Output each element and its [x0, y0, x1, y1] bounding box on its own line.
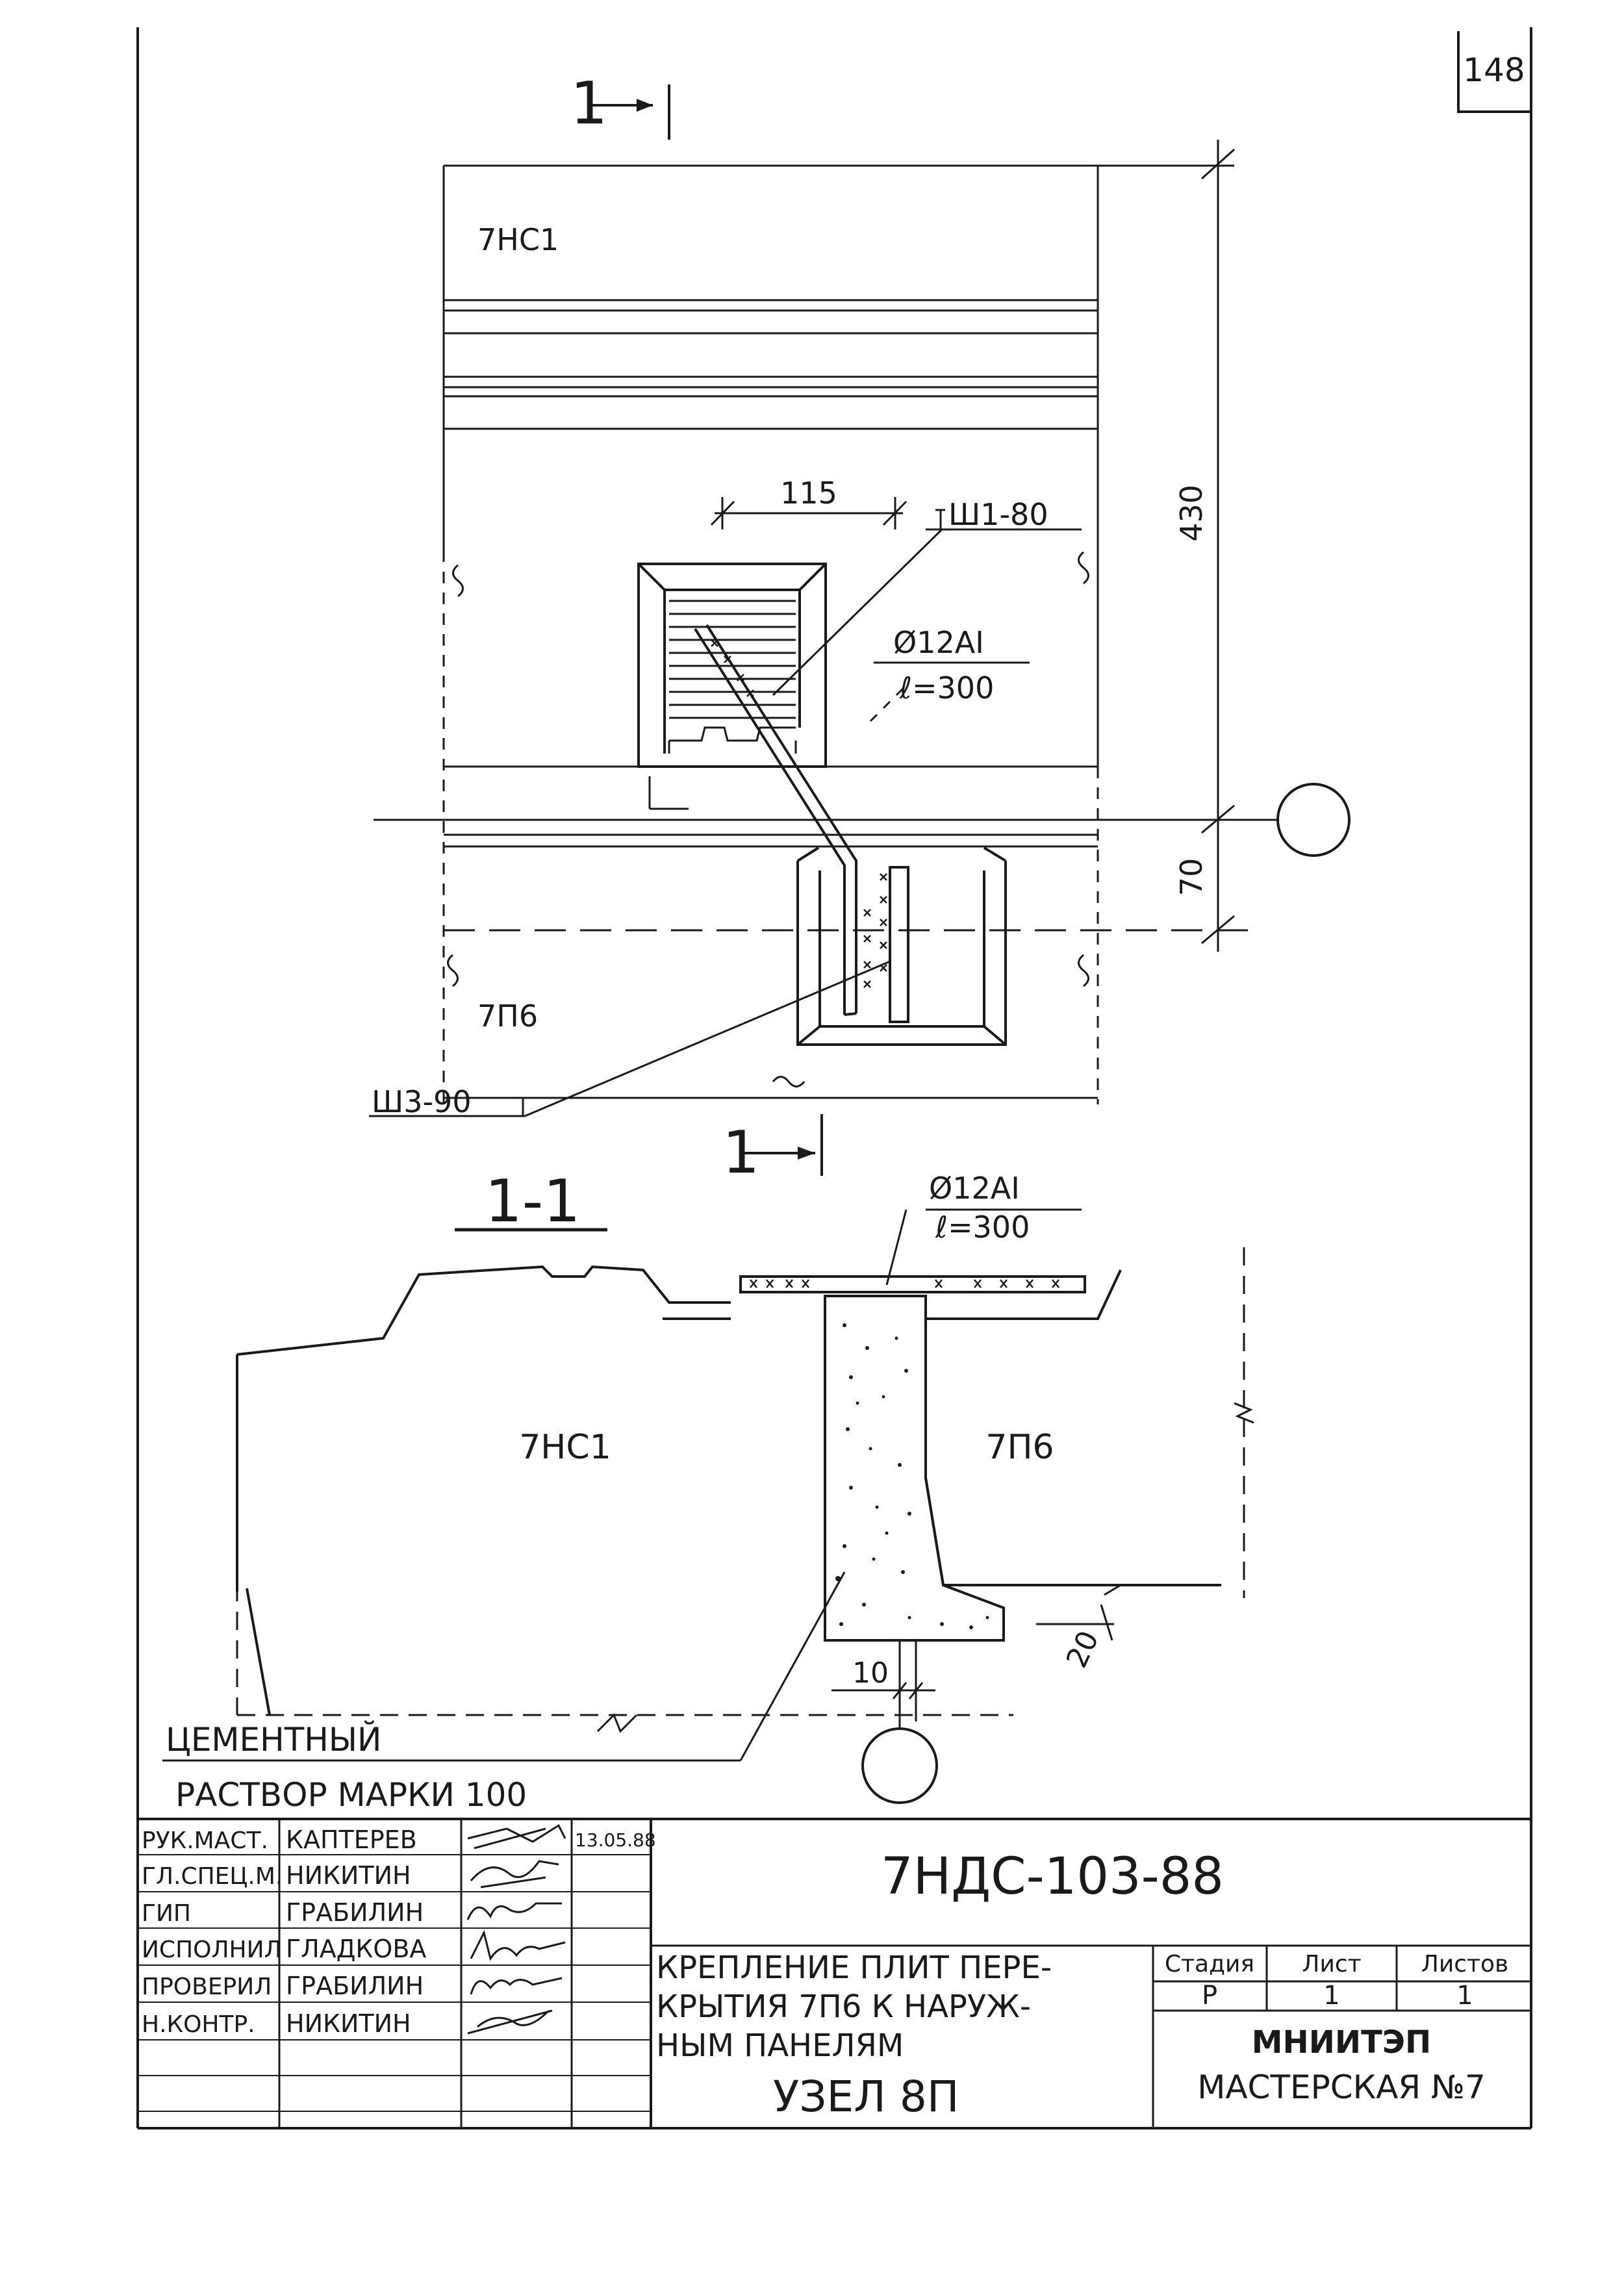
axis-line	[374, 776, 1276, 821]
weld-marks-lower	[863, 873, 887, 988]
description-line3: НЫМ ПАНЕЛЯМ	[656, 2027, 904, 2064]
axis-bubble-section	[861, 1727, 938, 1804]
title-block: РУК.МАСТ. КАПТЕРЕВ 13.05.88 ГЛ.СПЕЦ.М. Н…	[138, 1818, 1531, 2128]
description-line1: КРЕПЛЕНИЕ ПЛИТ ПЕРЕ-	[656, 1950, 1052, 1986]
rebar-spec-section-line2: ℓ=300	[935, 1210, 1030, 1245]
signature-row: ПРОВЕРИЛ ГРАБИЛИН	[142, 1972, 563, 2000]
stage-header: Стадия	[1165, 1951, 1254, 1977]
panel-bottom-label: 7П6	[477, 998, 538, 1034]
upper-recess-pocket	[637, 563, 827, 768]
signature-name: НИКИТИН	[286, 1861, 411, 1890]
title-block-grid	[138, 1818, 1531, 2128]
lower-recess-pocket	[796, 846, 1007, 1046]
mortar-note-line2: РАСТВОР МАРКИ 100	[175, 1776, 527, 1814]
dimension-20	[1036, 1584, 1121, 1641]
document-code: 7НДС-103-88	[881, 1848, 1224, 1906]
signature-date: 13.05.88	[575, 1829, 656, 1851]
leader-anchor-top	[772, 509, 1082, 696]
signature-role: Н.КОНТР.	[142, 2011, 255, 2038]
signature-role: ПРОВЕРИЛ	[142, 1974, 272, 2000]
dimension-115	[710, 497, 907, 529]
dimension-10	[831, 1640, 935, 1722]
rebar-bar-plan	[694, 624, 857, 1016]
section-panel-right	[924, 1269, 1221, 1586]
mortar-note-line1: ЦЕМЕНТНЫЙ	[166, 1720, 381, 1759]
section-mark-bottom	[741, 1114, 823, 1176]
signature-row: РУК.МАСТ. КАПТЕРЕВ 13.05.88	[142, 1824, 656, 1854]
rebar-bar-section	[739, 1275, 1086, 1293]
section-panel-right-label: 7П6	[985, 1428, 1054, 1467]
handwritten-signature	[470, 1860, 559, 1888]
signature-name: ГРАБИЛИН	[286, 1898, 424, 1927]
rebar-spec-section-line1: Ø12АI	[929, 1171, 1020, 1206]
signature-row: Н.КОНТР. НИКИТИН	[142, 2009, 553, 2038]
dimension-115-label: 115	[780, 476, 837, 511]
plan-view: 1 1	[369, 70, 1351, 1187]
stage-value: Р	[1202, 1981, 1217, 2011]
signature-row: ГЛ.СПЕЦ.М. НИКИТИН	[142, 1860, 559, 1890]
signature-role: ИСПОЛНИЛ	[142, 1937, 282, 1963]
weld-marks-upper	[711, 639, 754, 697]
signature-name: ГРАБИЛИН	[286, 1972, 424, 2000]
workshop-name: МАСТЕРСКАЯ №7	[1197, 2068, 1486, 2106]
section-title: 1-1	[485, 1167, 581, 1236]
dimension-vertical-chain	[1098, 140, 1236, 952]
handwritten-signature	[470, 1929, 566, 1961]
sheets-header: Листов	[1421, 1951, 1508, 1977]
signature-row: ИСПОЛНИЛ ГЛАДКОВА	[142, 1929, 566, 1963]
signature-name: КАПТЕРЕВ	[286, 1825, 417, 1854]
description-line2: КРЫТИЯ 7П6 К НАРУЖ-	[656, 1989, 1031, 2025]
section-mark-bottom-label: 1	[722, 1119, 759, 1187]
handwritten-signature	[467, 2009, 553, 2035]
section-break-mark-bottom	[596, 1713, 638, 1733]
dimension-70-label: 70	[1174, 858, 1209, 896]
organization-name: МНИИТЭП	[1252, 2024, 1431, 2061]
panel-left-dashed-edge	[442, 572, 1099, 1104]
upper-anchor-plate	[668, 600, 797, 754]
signature-role: ГЛ.СПЕЦ.М.	[142, 1863, 283, 1890]
mortar-speckles	[835, 1323, 989, 1629]
handwritten-signature	[470, 1977, 563, 1995]
signature-name: НИКИТИН	[286, 2009, 411, 2038]
dimension-20-label: 20	[1060, 1626, 1106, 1673]
panel-top-label: 7НС1	[477, 222, 559, 257]
section-mark-top	[588, 84, 670, 140]
sheet-number: 148	[1463, 51, 1525, 89]
sheet-number-box: 148	[1457, 31, 1531, 113]
section-panel-left-label: 7НС1	[519, 1428, 611, 1467]
sheets-value: 1	[1456, 1981, 1473, 2011]
leader-rebar-plan	[869, 661, 1030, 722]
panel-top-outline	[442, 164, 1099, 1099]
section-mark-top-label: 1	[570, 70, 607, 138]
rebar-spec-plan-line1: Ø12АI	[893, 625, 984, 660]
signature-row: ГИП ГРАБИЛИН	[142, 1898, 562, 1927]
node-label: УЗЕЛ 8П	[773, 2072, 959, 2122]
sheet-header: Лист	[1302, 1951, 1361, 1977]
leader-anchor-bottom	[369, 960, 891, 1117]
axis-bubble-plan	[1276, 783, 1351, 857]
signature-role: РУК.МАСТ.	[142, 1827, 268, 1854]
section-panel-left	[236, 1265, 731, 1716]
dimension-10-label: 10	[852, 1657, 889, 1690]
section-view: 1-1 7НС1	[162, 1167, 1254, 1814]
dimension-430-label: 430	[1174, 485, 1209, 542]
mortar-joint	[824, 1295, 1005, 1642]
handwritten-signature	[467, 1824, 566, 1849]
leader-mortar-note	[162, 1571, 846, 1762]
break-marks-plan	[447, 551, 1089, 1087]
signature-role: ГИП	[142, 1900, 191, 1927]
anchor-bottom-label: Ш3-90	[372, 1084, 472, 1119]
section-break-mark-right	[1234, 1402, 1254, 1424]
anchor-top-label: Ш1-80	[948, 497, 1048, 532]
handwritten-signature	[466, 1902, 562, 1920]
rebar-spec-plan-line2: ℓ=300	[899, 670, 994, 705]
signature-name: ГЛАДКОВА	[286, 1935, 426, 1963]
sheet-frame	[136, 27, 1532, 2129]
sheet-value: 1	[1323, 1981, 1339, 2011]
leader-rebar-section	[885, 1208, 1082, 1286]
